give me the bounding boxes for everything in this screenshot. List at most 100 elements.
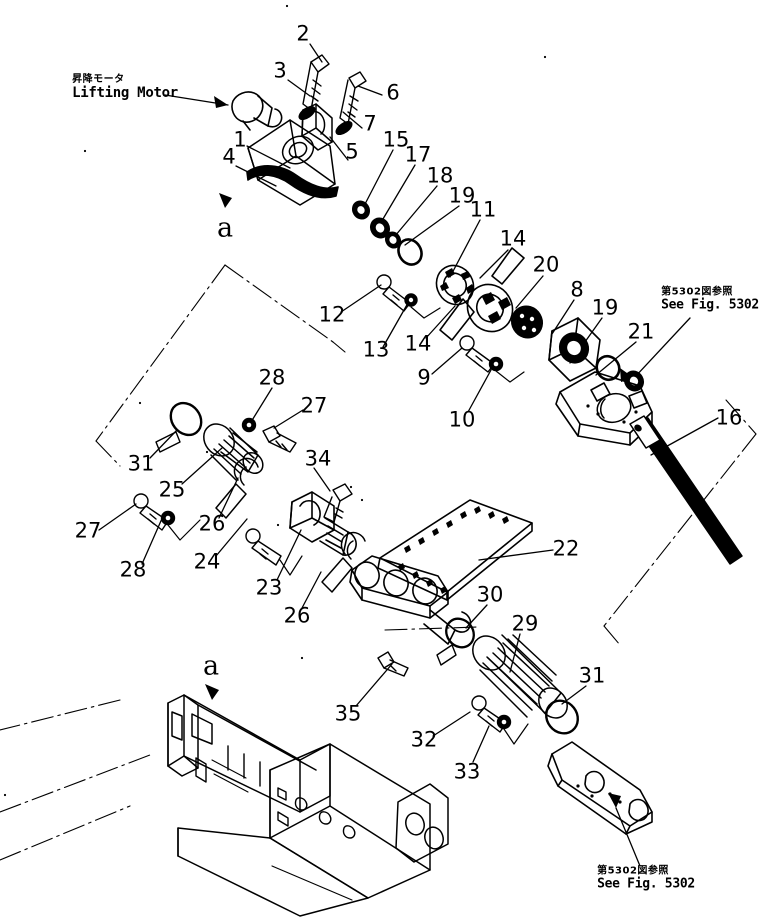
part-bracket-flange: [246, 165, 339, 199]
note-see-fig-5302-bottom: 第5302図参照 See Fig. 5302: [597, 866, 695, 892]
part-bracket-boss: [281, 135, 315, 165]
bracket-line-9-10: [410, 306, 525, 383]
part-bolt-24: [245, 528, 282, 566]
item-number-7: 7: [363, 111, 377, 136]
item-number-10: 10: [448, 407, 476, 432]
item-number-2: 2: [296, 21, 310, 46]
bracket-line-27-28: [167, 519, 201, 541]
item-number-15: 15: [382, 127, 410, 152]
part-nut-13-hole: [408, 297, 414, 303]
part-lower-bracket-skirt: [177, 827, 369, 917]
item-number-27-a: 27: [300, 393, 328, 418]
item-number-33: 33: [453, 759, 481, 784]
part-pedal-support-top: [555, 371, 653, 446]
item-number-21: 21: [627, 319, 655, 344]
item-number-27-b: 27: [74, 518, 102, 543]
leader-lines-lower-left: [98, 387, 331, 609]
item-number-28-a: 28: [258, 365, 286, 390]
item-number-11: 11: [469, 197, 497, 222]
part-lower-bracket-frame: [167, 694, 331, 813]
item-number-17: 17: [404, 142, 432, 167]
part-flange-11-teeth: [440, 268, 475, 304]
item-number-25: 25: [158, 477, 186, 502]
item-number-31-b: 31: [578, 663, 606, 688]
section-letter-a-upper: a: [216, 212, 234, 244]
registration-marks: [3, 4, 547, 797]
part-nut-10-hole: [493, 361, 499, 367]
item-number-14-b: 14: [404, 331, 432, 356]
item-number-29: 29: [511, 611, 539, 636]
item-number-24: 24: [193, 549, 221, 574]
part-bolt-12: [376, 274, 411, 312]
part-bolt-6: [339, 71, 367, 125]
item-number-28-b: 28: [119, 557, 147, 582]
part-rod-16-end: [629, 415, 661, 449]
section-a-connector: [332, 341, 346, 353]
part-bolt-2: [302, 54, 330, 111]
bracket-line-24: [279, 555, 303, 576]
part-nut-28-upper-hole: [246, 422, 252, 428]
item-number-26-a: 26: [198, 511, 226, 536]
part-pedal-support-top-dots: [586, 404, 638, 424]
item-number-12: 12: [318, 302, 346, 327]
item-number-18: 18: [426, 163, 454, 188]
part-ring-30: [445, 617, 475, 649]
item-number-4: 4: [222, 144, 236, 169]
item-number-16: 16: [715, 405, 743, 430]
item-number-14-a: 14: [499, 226, 527, 251]
part-bolt-35: [377, 651, 409, 677]
item-number-5: 5: [345, 139, 359, 164]
part-lower-bracket-ribs: [195, 745, 261, 787]
part-housing-8-bore-hole: [567, 340, 581, 356]
note-see-fig-5302-bottom-en: See Fig. 5302: [597, 876, 695, 892]
item-number-23: 23: [255, 575, 283, 600]
part-ring-30-tab: [436, 644, 457, 666]
part-clamp-5: [301, 103, 333, 151]
item-number-34: 34: [304, 446, 332, 471]
item-number-6: 6: [386, 80, 400, 105]
part-lower-bracket-detail: [211, 759, 353, 901]
part-lower-bracket-slots: [277, 787, 356, 839]
part-ring-19a: [397, 238, 423, 266]
item-number-3: 3: [273, 58, 287, 83]
item-number-19-a: 19: [448, 183, 476, 208]
note-lifting-motor-jp: 昇降モータ: [72, 74, 125, 86]
item-number-26-b: 26: [283, 603, 311, 628]
part-bolt-27-upper: [262, 425, 297, 453]
part-bolt-9: [459, 335, 495, 373]
item-number-22: 22: [552, 536, 580, 561]
part-washer-15-hole: [357, 206, 365, 214]
item-number-35: 35: [334, 701, 362, 726]
section-letter-a-lower: a: [202, 650, 220, 682]
part-ring-31-left-tab: [155, 431, 181, 453]
part-lifting-motor: [231, 91, 283, 131]
item-number-32: 32: [410, 727, 438, 752]
note-lifting-motor-en: Lifting Motor: [72, 84, 178, 101]
part-ring-31-left: [169, 401, 203, 437]
part-coupler-20-holes: [519, 313, 537, 333]
section-boundary-right: [384, 399, 757, 646]
item-number-9: 9: [417, 365, 431, 390]
part-ring-31-right: [545, 699, 579, 735]
part-bolt-27-lower: [133, 493, 169, 531]
note-lifting-motor: 昇降モータ Lifting Motor: [72, 74, 178, 101]
part-nut-33-hole: [501, 719, 507, 725]
part-valve-23: [289, 491, 357, 556]
arrowheads: [205, 96, 634, 808]
part-pedal-support-bottom-dots: [576, 784, 622, 804]
leader-lines-middle: [340, 284, 719, 867]
part-nut-17-hole: [375, 223, 385, 233]
part-pedal-support-top-bore: [596, 392, 632, 424]
part-pedal-hinge: [349, 555, 472, 645]
part-clevis-26-right: [321, 531, 366, 593]
note-see-fig-5302-top-en: See Fig. 5302: [661, 297, 759, 313]
part-washer-7: [335, 120, 353, 136]
item-number-31-a: 31: [127, 451, 155, 476]
part-nut-28-lower-hole: [165, 515, 171, 521]
note-see-fig-5302-top: 第5302図参照 See Fig. 5302: [661, 287, 759, 313]
section-boundary-left: [95, 264, 334, 467]
leader-lines-upper: [164, 43, 637, 376]
part-spring-25: [203, 423, 264, 481]
